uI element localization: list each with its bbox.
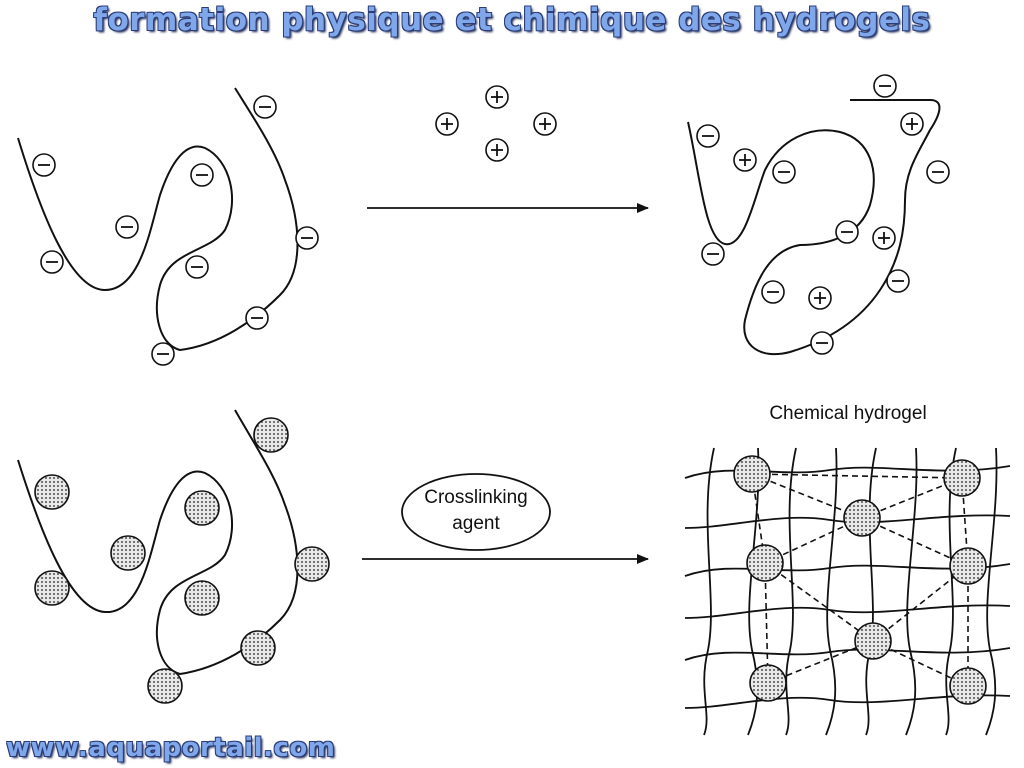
positive-ion-group xyxy=(435,85,557,162)
negative-ion-icon xyxy=(253,95,277,119)
crosslink-nodes xyxy=(733,455,987,705)
negative-ion-icon xyxy=(810,331,834,355)
negative-ion-icon xyxy=(761,280,785,304)
negative-ion-icon xyxy=(151,342,175,366)
negative-ion-icon xyxy=(40,250,64,274)
reactive-site-icon xyxy=(110,535,146,571)
reactive-site-icon xyxy=(749,664,787,702)
reactive-site-icon xyxy=(949,667,987,705)
reactive-site-icon xyxy=(184,490,220,526)
negative-ion-icon xyxy=(190,163,214,187)
negative-ion-icon xyxy=(835,220,859,244)
positive-ion-icon xyxy=(872,226,896,250)
negative-ion-icon xyxy=(873,74,897,98)
crosslinking-agent-label-line2: agent xyxy=(452,513,500,534)
negative-ion-group xyxy=(32,95,319,366)
reactive-site-icon xyxy=(253,417,289,453)
reactive-site-icon xyxy=(949,547,987,585)
negative-ion-icon xyxy=(886,269,910,293)
reactive-site-icon xyxy=(843,499,881,537)
reactive-site-icon xyxy=(854,622,892,660)
ionic-hydrogel-ions xyxy=(696,74,950,355)
ionic-hydrogel xyxy=(687,99,941,356)
chemical-hydrogel-label: Chemical hydrogel xyxy=(769,403,926,424)
negative-ion-icon xyxy=(115,215,139,239)
positive-ion-icon xyxy=(733,148,757,172)
negative-ion-icon xyxy=(696,124,720,148)
reactive-site-icon xyxy=(147,668,183,704)
reactive-site-icon xyxy=(34,474,70,510)
positive-ion-icon xyxy=(485,85,509,109)
negative-ion-icon xyxy=(926,160,950,184)
site-watermark: www.aquaportail.com xyxy=(6,733,336,763)
page-title: formation physique et chimique des hydro… xyxy=(93,2,931,38)
reactive-site-icon xyxy=(240,630,276,666)
crosslink-bonds xyxy=(751,473,969,687)
reactive-site-icon xyxy=(746,544,784,582)
crosslinking-agent: Crosslinking agent xyxy=(401,473,551,551)
positive-ion-icon xyxy=(485,138,509,162)
crosslinking-agent-label-line1: Crosslinking xyxy=(424,487,527,508)
reactive-site-group xyxy=(34,417,330,704)
negative-ion-icon xyxy=(245,306,269,330)
reactive-site-icon xyxy=(733,455,771,493)
positive-ion-icon xyxy=(435,112,459,136)
reactive-site-icon xyxy=(184,580,220,616)
negative-ion-icon xyxy=(32,153,56,177)
reactive-site-icon xyxy=(34,570,70,606)
positive-ion-icon xyxy=(533,112,557,136)
positive-ion-icon xyxy=(808,286,832,310)
reactive-site-icon xyxy=(943,459,981,497)
negative-ion-icon xyxy=(185,255,209,279)
reactive-site-icon xyxy=(294,546,330,582)
positive-ion-icon xyxy=(900,112,924,136)
negative-ion-icon xyxy=(701,242,725,266)
negative-ion-icon xyxy=(295,226,319,250)
ionic-chain-a xyxy=(687,99,941,356)
negative-ion-icon xyxy=(772,160,796,184)
